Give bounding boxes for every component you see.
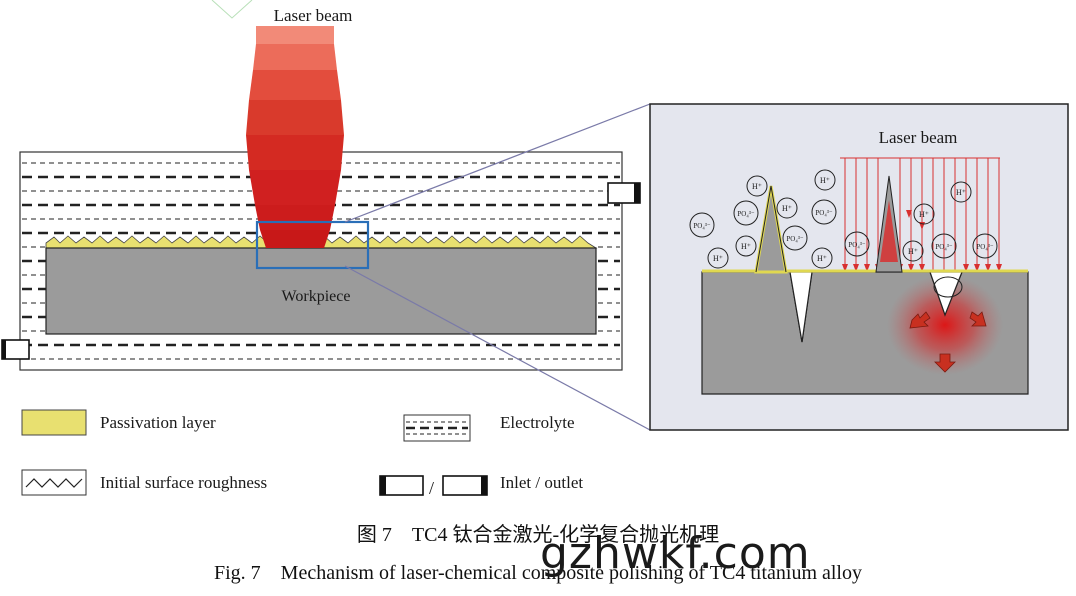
- heat-zone: [887, 275, 1003, 375]
- svg-text:H⁺: H⁺: [713, 254, 723, 263]
- ion-po4-2: PO₄³⁻: [733, 200, 759, 226]
- legend-swatch-outlet: [442, 475, 488, 496]
- laser-beam: [246, 26, 344, 248]
- inlet-port: [1, 339, 30, 360]
- svg-text:H⁺: H⁺: [782, 204, 792, 213]
- ion-h-plus-2: H⁺: [814, 169, 836, 191]
- ion-po4-1: PO₄³⁻: [689, 212, 715, 238]
- watermark: gzhwkf.com: [540, 528, 811, 579]
- legend-swatch-roughness: [21, 469, 87, 496]
- legend-swatch-electrolyte: [403, 414, 471, 442]
- zoom-connector-bottom: [344, 265, 651, 431]
- zoom-box: [255, 220, 370, 270]
- ion-h-plus-9: H⁺: [950, 181, 972, 203]
- ion-po4-7: PO₄³⁻: [972, 233, 998, 259]
- decorative-corner: [211, 0, 253, 19]
- svg-text:PO₄³⁻: PO₄³⁻: [815, 209, 832, 217]
- legend-swatch-passivation: [21, 409, 87, 436]
- svg-text:H⁺: H⁺: [956, 188, 966, 197]
- ion-h-plus-6: H⁺: [811, 247, 833, 269]
- legend-roughness-label: Initial surface roughness: [100, 473, 267, 492]
- svg-text:PO₄³⁻: PO₄³⁻: [786, 235, 803, 243]
- svg-text:PO₄³⁻: PO₄³⁻: [737, 210, 754, 218]
- svg-text:PO₄³⁻: PO₄³⁻: [848, 241, 865, 249]
- svg-text:H⁺: H⁺: [752, 182, 762, 191]
- caption-english: Fig. 7 Mechanism of laser-chemical compo…: [213, 562, 862, 584]
- legend-passivation-label: Passivation layer: [100, 413, 216, 432]
- svg-text:H⁺: H⁺: [919, 210, 929, 219]
- legend-swatch-inlet: [379, 475, 424, 496]
- ion-po4-5: PO₄³⁻: [844, 231, 870, 257]
- ion-h-plus-4: H⁺: [735, 235, 757, 257]
- ion-po4-4: PO₄³⁻: [811, 199, 837, 225]
- ion-po4-3: PO₄³⁻: [782, 225, 808, 251]
- caption-chinese: 图 7 TC4 钛合金激光-化学复合抛光机理: [356, 524, 720, 546]
- outlet-port: [607, 182, 641, 204]
- workpiece-label: Workpiece: [282, 288, 351, 305]
- svg-text:PO₄³⁻: PO₄³⁻: [693, 222, 710, 230]
- svg-text:H⁺: H⁺: [820, 176, 830, 185]
- svg-text:PO₄³⁻: PO₄³⁻: [935, 243, 952, 251]
- zoom-inset: Laser beam: [649, 103, 1069, 431]
- ion-h-plus-1: H⁺: [746, 175, 768, 197]
- svg-text:H⁺: H⁺: [908, 247, 918, 256]
- ion-h-plus-3: H⁺: [776, 197, 798, 219]
- svg-text:PO₄³⁻: PO₄³⁻: [976, 243, 993, 251]
- laser-beam-label: Laser beam: [274, 6, 353, 25]
- ion-h-plus-5: H⁺: [707, 247, 729, 269]
- bubble: [933, 276, 963, 298]
- ion-h-plus-7: H⁺: [913, 203, 935, 225]
- main-diagram: Workpiece Laser beam: [1, 6, 641, 371]
- ion-h-plus-8: H⁺: [902, 240, 924, 262]
- svg-text:H⁺: H⁺: [817, 254, 827, 263]
- heat-arrows: [909, 311, 987, 373]
- legend: Passivation layer Electrolyte Initial su…: [21, 409, 583, 498]
- ion-po4-6: PO₄³⁻: [931, 233, 957, 259]
- inset-laser-label: Laser beam: [879, 128, 958, 147]
- legend-slash: /: [429, 478, 434, 498]
- zoom-connector-top: [344, 103, 651, 223]
- legend-electrolyte-label: Electrolyte: [500, 413, 575, 432]
- svg-text:H⁺: H⁺: [741, 242, 751, 251]
- legend-inlet-outlet-label: Inlet / outlet: [500, 473, 583, 492]
